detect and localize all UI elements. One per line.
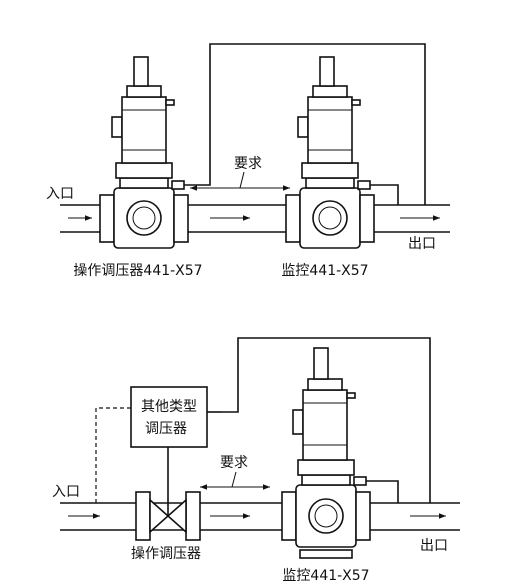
inlet-label-1: 入口 xyxy=(46,186,74,202)
diagram-1: 入口 出口 要求 操作调压器441-X57 监控441-X57 xyxy=(46,43,450,279)
operating-regulator-1 xyxy=(99,56,196,249)
diagram-2: 其他类型 调压器 xyxy=(52,337,460,584)
monitor-regulator-1 xyxy=(285,56,375,249)
requirement-dimension-1 xyxy=(190,171,290,191)
requirement-dimension-2 xyxy=(200,471,270,490)
requirement-label-1: 要求 xyxy=(234,156,262,172)
sensing-lines-1 xyxy=(196,43,426,205)
monitor-regulator-2 xyxy=(281,347,371,559)
outlet-label-1: 出口 xyxy=(408,236,436,252)
requirement-label-2: 要求 xyxy=(220,455,248,471)
operating-regulator-2 xyxy=(135,447,201,541)
inlet-label-2: 入口 xyxy=(52,484,80,500)
monitor-label-1: 监控441-X57 xyxy=(281,263,368,279)
other-regulator-box: 其他类型 调压器 xyxy=(95,386,222,503)
pipeline-2 xyxy=(60,502,460,531)
other-regulator-text-2: 调压器 xyxy=(145,421,187,437)
operating-regulator-label-1: 操作调压器441-X57 xyxy=(73,263,202,279)
operating-regulator-label-2: 操作调压器 xyxy=(131,546,201,562)
other-regulator-text-1: 其他类型 xyxy=(141,399,197,415)
sensing-lines-2 xyxy=(222,337,431,503)
outlet-label-2: 出口 xyxy=(420,538,448,554)
monitor-label-2: 监控441-X57 xyxy=(282,568,369,584)
